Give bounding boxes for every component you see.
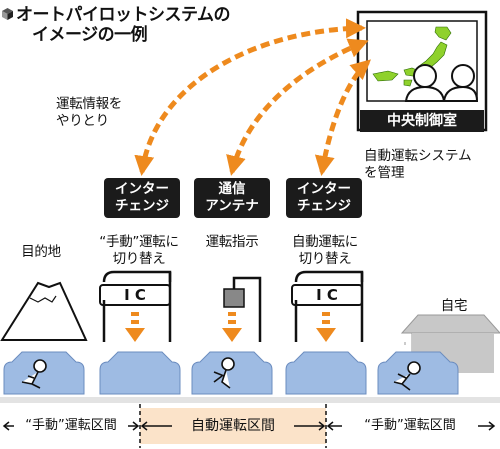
info-exchange-line-1: 運転情報を <box>56 96 122 112</box>
info-exchange-label: 運転情報を やりとり <box>56 96 156 130</box>
down-arrow-icon <box>222 312 242 342</box>
badge-line-1: インター <box>297 181 351 197</box>
car-icon <box>99 351 181 395</box>
badge-line-2: チェンジ <box>297 198 351 214</box>
antenna-pole <box>223 276 262 342</box>
zone-manual-left: “手動”運転区間 <box>25 418 117 433</box>
cube-icon <box>2 8 13 20</box>
zone-dividers <box>139 404 327 448</box>
station-line-1: 自動運転に <box>292 234 358 250</box>
road <box>0 397 500 403</box>
mount-fuji-icon <box>0 281 88 341</box>
control-room-monitor <box>356 10 488 132</box>
driver-icon <box>393 361 421 391</box>
down-arrow-icon <box>125 312 145 342</box>
badge-line-2: アンテナ <box>205 198 259 214</box>
badge-antenna: 通信 アンテナ <box>194 178 270 218</box>
destination-label: 目的地 <box>21 244 61 260</box>
operators-icon <box>404 64 479 102</box>
ic-gate-left: I C <box>99 270 172 342</box>
station-line-1: 運転指示 <box>205 234 259 250</box>
car-icon <box>285 351 367 395</box>
control-room-caption-line-1: 自動運転システム <box>364 148 472 164</box>
zone-manual-right: “手動”運転区間 <box>364 418 456 433</box>
home-label: 自宅 <box>440 298 468 314</box>
car-icon <box>191 351 273 395</box>
driver-icon <box>213 357 235 389</box>
driver-icon <box>21 359 47 389</box>
zone-arrows <box>2 421 496 431</box>
ic-gate-right: I C <box>291 270 364 342</box>
station-line-1: “手動”運転に <box>99 234 179 250</box>
badge-line-2: チェンジ <box>115 198 169 214</box>
ic-sign-left: I C <box>124 286 146 304</box>
control-room-caption-line-2: を管理 <box>364 165 405 181</box>
station-label-left: “手動”運転に 切り替え <box>86 234 192 268</box>
antenna-icon <box>223 288 245 308</box>
down-arrow-icon <box>316 312 336 342</box>
communication-arcs <box>134 18 371 176</box>
zone-automatic: 自動運転区間 <box>191 418 275 434</box>
station-line-2: 切り替え <box>298 251 352 267</box>
station-label-middle: 運転指示 <box>186 234 278 251</box>
car-icon <box>3 351 85 395</box>
down-arrows <box>125 312 336 342</box>
station-line-2: 切り替え <box>112 251 166 267</box>
badge-line-1: インター <box>115 181 169 197</box>
info-exchange-line-2: やりとり <box>56 113 109 129</box>
station-label-right: 自動運転に 切り替え <box>272 234 378 268</box>
ic-sign-right: I C <box>316 286 338 304</box>
badge-interchange-left: インター チェンジ <box>104 178 180 218</box>
control-room-label: 中央制御室 <box>387 113 457 129</box>
title-line-2: イメージの一例 <box>32 25 148 45</box>
badge-line-1: 通信 <box>218 181 246 197</box>
badge-interchange-right: インター チェンジ <box>286 178 362 218</box>
drivers <box>21 357 421 391</box>
control-room-caption: 自動運転システム を管理 <box>364 148 498 182</box>
